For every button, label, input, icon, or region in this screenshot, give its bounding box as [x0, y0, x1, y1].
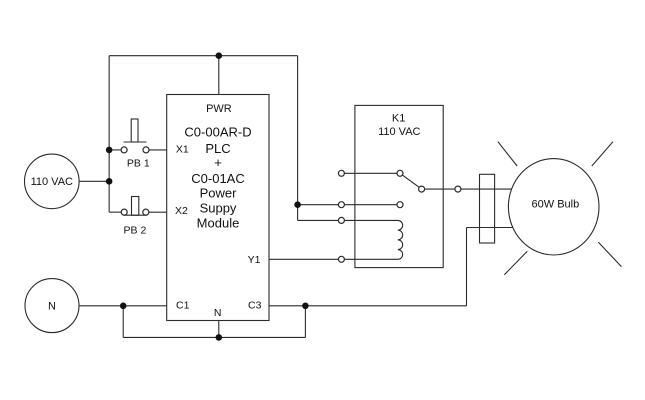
- svg-text:C0-01AC: C0-01AC: [191, 171, 244, 186]
- svg-text:Module: Module: [197, 216, 240, 231]
- svg-text:C1: C1: [176, 300, 190, 312]
- svg-text:N: N: [48, 301, 56, 313]
- svg-text:K1: K1: [392, 112, 405, 124]
- svg-text:N: N: [214, 307, 222, 319]
- svg-text:PB 1: PB 1: [127, 158, 150, 170]
- svg-text:C0-00AR-D: C0-00AR-D: [184, 124, 251, 139]
- svg-text:Power: Power: [200, 186, 238, 201]
- svg-text:60W Bulb: 60W Bulb: [532, 198, 580, 210]
- svg-text:PB 2: PB 2: [124, 225, 147, 237]
- svg-text:Suppy: Suppy: [200, 201, 237, 216]
- svg-text:PLC: PLC: [205, 141, 230, 156]
- svg-text:PWR: PWR: [206, 103, 232, 115]
- svg-text:C3: C3: [248, 300, 262, 312]
- svg-text:110 VAC: 110 VAC: [378, 126, 420, 138]
- svg-text:Y1: Y1: [248, 254, 261, 266]
- svg-text:+: +: [214, 155, 222, 170]
- svg-text:X2: X2: [175, 205, 188, 217]
- svg-text:110 VAC: 110 VAC: [31, 176, 73, 188]
- svg-text:X1: X1: [176, 143, 189, 155]
